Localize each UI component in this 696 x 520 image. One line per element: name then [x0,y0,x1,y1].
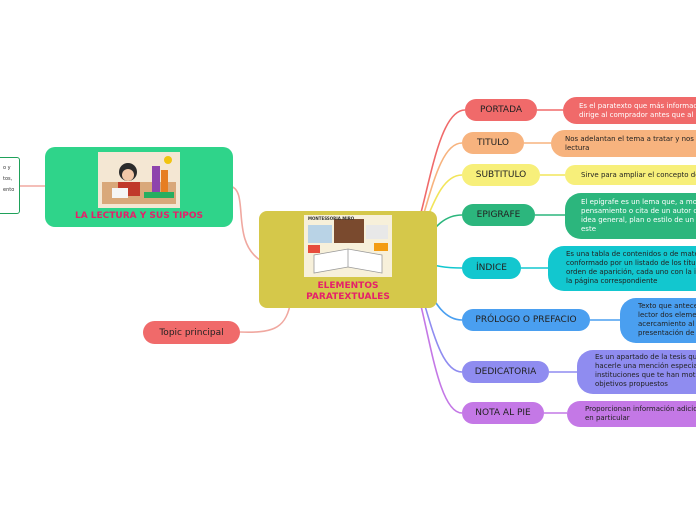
central-title-line1: ELEMENTOS [317,281,379,291]
note-line: Nos adelantan el tema a tratar y nos g [565,135,696,143]
note-line: acercamiento al c [638,320,696,328]
note-line: objetivos propuestos [595,380,668,388]
note-line: Es el paratexto que más informació [579,102,696,110]
note-line: este [581,225,597,233]
left-note-line: o y [3,165,11,171]
note-line: pensamiento o cita de un autor co [581,207,696,215]
note-line: conformado por un listado de los títulc [566,259,696,267]
note-line: presentación de s [638,329,696,337]
branch-epigrafe[interactable]: EPIGRAFE [462,204,535,226]
paratext-illustration [304,215,392,277]
left-topic-note[interactable]: o y tos, ento [0,157,20,214]
note-line: instituciones que te han motiv [595,371,696,379]
link-left-topic [229,185,261,261]
note-titulo[interactable]: Nos adelantan el tema a tratar y nos g l… [551,130,696,157]
branch-titulo[interactable]: TITULO [462,132,524,154]
note-line: Es una tabla de contenidos o de mater [566,250,696,258]
left-topic-title: LA LECTURA Y SUS TIPOS [74,211,204,221]
left-note-line: tos, [3,176,13,182]
note-line: lector dos elemen [638,311,696,319]
note-subtitulo[interactable]: Sirve para ampliar el concepto del t [565,165,696,185]
note-epigrafe[interactable]: El epígrafe es un lema que, a mod pensam… [565,193,696,239]
reading-illustration [98,152,180,208]
branch-dedicatoria[interactable]: DEDICATORIA [462,361,549,383]
branch-indice[interactable]: ÍNDICE [462,257,521,279]
note-line: Es un apartado de la tesis que [595,353,696,361]
note-dedicatoria[interactable]: Es un apartado de la tesis que hacerle u… [577,350,696,394]
branch-subtitulo[interactable]: SUBTITULO [462,164,540,186]
note-nota-al-pie[interactable]: Proporcionan información adicio en parti… [567,401,696,427]
link-topic-principal [239,304,291,333]
note-line: idea general, plan o estilo de un li [581,216,696,224]
note-line: Proporcionan información adicio [585,405,696,413]
note-line: orden de aparición, cada uno con la in [566,268,696,276]
branch-nota-al-pie[interactable]: NOTA AL PIE [462,402,544,424]
note-line: en particular [585,414,630,422]
note-line: lectura [565,144,590,152]
note-line: la página correspondiente [566,277,658,285]
topic-principal-node[interactable]: Topic principal [143,321,240,344]
central-image-caption: MONTESSORIA MIRO [308,216,355,221]
central-topic-card[interactable]: MONTESSORIA MIRO ELEMENTOS PARATEXTUALES [259,211,437,308]
central-title-line2: PARATEXTUALES [306,292,390,302]
left-topic-card[interactable]: LA LECTURA Y SUS TIPOS [45,147,233,227]
note-indice[interactable]: Es una tabla de contenidos o de mater co… [548,246,696,291]
left-note-line: ento [3,187,15,193]
note-line: Texto que antecec [638,302,696,310]
branch-prologo[interactable]: PRÓLOGO O PREFACIO [462,309,590,331]
branch-portada[interactable]: PORTADA [465,99,537,121]
note-line: Sirve para ampliar el concepto del t [581,171,696,179]
note-line: hacerle una mención especial [595,362,696,370]
note-line: El epígrafe es un lema que, a mod [581,198,696,206]
note-prologo[interactable]: Texto que antecec lector dos elemen acer… [620,298,696,343]
note-line: dirige al comprador antes que al le [579,111,696,119]
note-portada[interactable]: Es el paratexto que más informació dirig… [563,97,696,124]
